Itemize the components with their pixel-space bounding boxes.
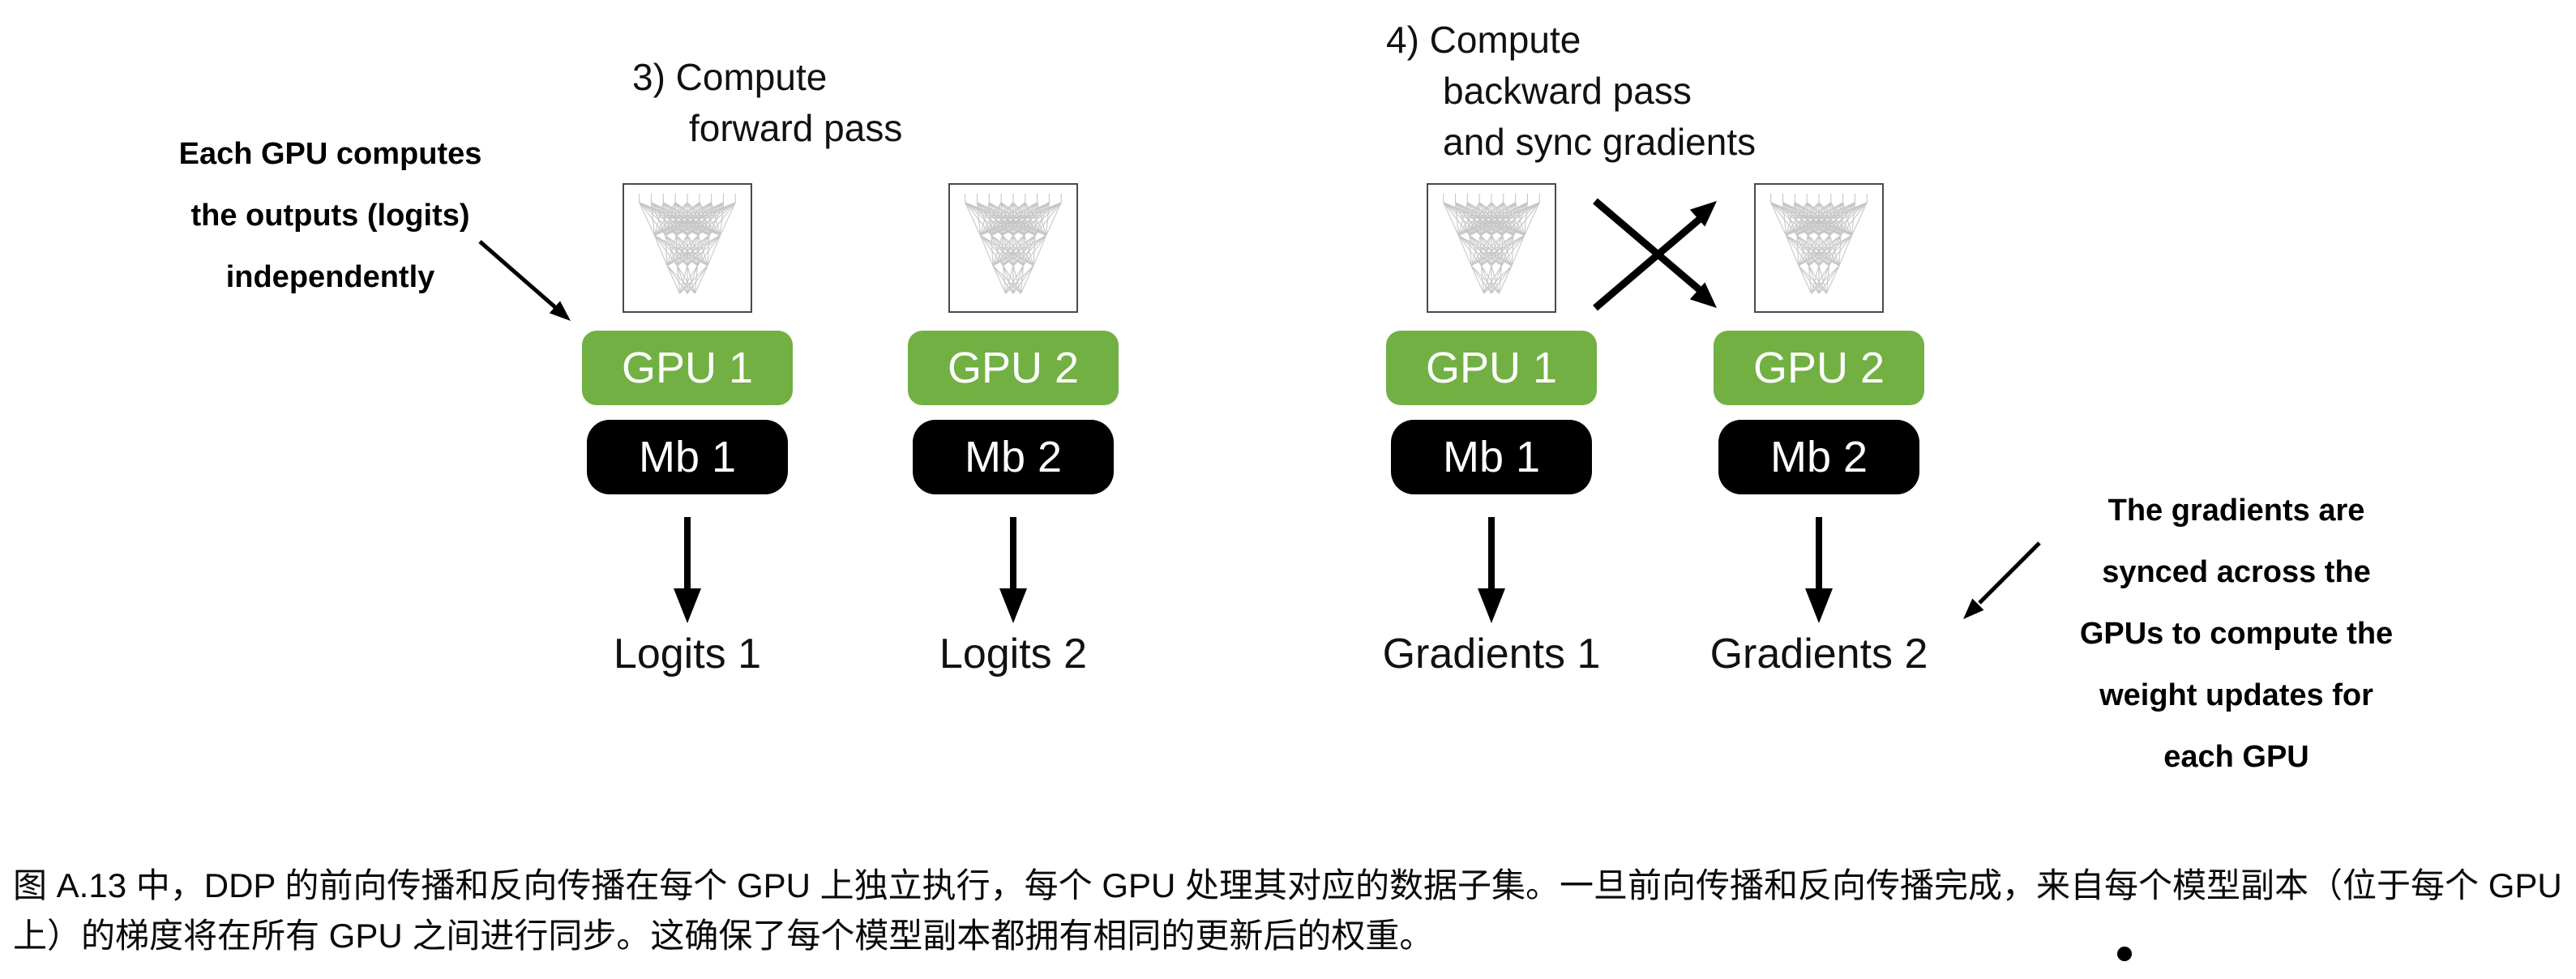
annotation-line: the outputs (logits) [190, 199, 470, 233]
title-line: backward pass [1443, 70, 1692, 112]
forward-gpu1-unit: GPU 1 Mb 1 Logits 1 [582, 183, 793, 678]
down-arrow-icon [674, 517, 701, 623]
annotation-line: weight updates for [2099, 678, 2373, 712]
gpu-label: GPU 2 [947, 344, 1080, 392]
bold-period [2117, 947, 2132, 961]
neural-network-icon [623, 183, 752, 313]
gpu-label: GPU 1 [1425, 344, 1558, 392]
minibatch-box: Mb 1 [1391, 420, 1592, 494]
annotation-line: Each GPU computes [178, 137, 482, 171]
neural-network-icon [948, 183, 1078, 313]
annotation-line: synced across the [2102, 555, 2371, 589]
minibatch-label: Mb 2 [964, 433, 1063, 481]
forward-pass-title: 3) Compute forward pass [632, 52, 902, 154]
annotation-line: The gradients are [2107, 494, 2365, 528]
annotation-arrow-icon [1963, 541, 2041, 619]
neural-network-icon [1427, 183, 1556, 313]
title-line: forward pass [689, 107, 903, 149]
output-label: Logits 2 [939, 631, 1088, 678]
annotation-line: independently [225, 260, 435, 294]
down-arrow-icon [1805, 517, 1833, 623]
backward-pass-title: 4) Compute backward pass and sync gradie… [1386, 15, 1756, 168]
annotation-line: GPUs to compute the [2079, 617, 2394, 651]
minibatch-label: Mb 1 [1442, 433, 1541, 481]
output-label: Gradients 1 [1382, 631, 1601, 678]
down-arrow-icon [999, 517, 1027, 623]
backward-gpu2-unit: GPU 2 Mb 2 Gradients 2 [1710, 183, 1928, 678]
gpu-box: GPU 2 [908, 331, 1119, 405]
figure-caption: 图 A.13 中，DDP 的前向传播和反向传播在每个 GPU 上独立执行，每个 … [13, 866, 2562, 955]
down-arrow-icon [1478, 517, 1505, 623]
forward-annotation: Each GPU computes the outputs (logits) i… [150, 123, 511, 308]
minibatch-box: Mb 1 [587, 420, 788, 494]
gpu-box: GPU 2 [1714, 331, 1924, 405]
annotation-line: each GPU [2163, 740, 2309, 774]
gradient-sync-arrows-icon [1593, 198, 1717, 311]
gpu-label: GPU 2 [1752, 344, 1885, 392]
gpu-label: GPU 1 [621, 344, 754, 392]
forward-gpu2-unit: GPU 2 Mb 2 Logits 2 [908, 183, 1119, 678]
minibatch-box: Mb 2 [913, 420, 1114, 494]
gpu-box: GPU 1 [582, 331, 793, 405]
minibatch-box: Mb 2 [1718, 420, 1919, 494]
neural-network-icon [1754, 183, 1884, 313]
minibatch-label: Mb 1 [638, 433, 737, 481]
annotation-arrow-icon [478, 240, 571, 321]
title-line: 3) Compute [632, 56, 828, 98]
output-label: Gradients 2 [1709, 631, 1928, 678]
backward-annotation: The gradients are synced across the GPUs… [2046, 480, 2427, 788]
minibatch-label: Mb 2 [1769, 433, 1868, 481]
output-label: Logits 1 [613, 631, 762, 678]
title-line: and sync gradients [1443, 121, 1757, 163]
title-line: 4) Compute [1386, 19, 1581, 61]
gpu-box: GPU 1 [1386, 331, 1597, 405]
backward-gpu1-unit: GPU 1 Mb 1 Gradients 1 [1383, 183, 1600, 678]
